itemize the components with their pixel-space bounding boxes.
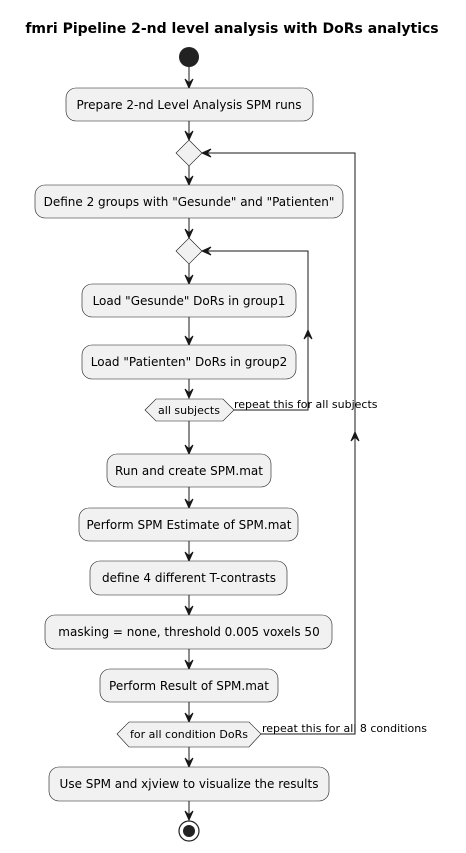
estimate-step-box — [78, 507, 299, 542]
result-step-box — [99, 668, 279, 703]
result-step-label: Perform Result of SPM.mat — [109, 679, 269, 693]
load-patienten-step-box — [81, 344, 297, 380]
visualize-step-box — [48, 766, 330, 802]
masking-step-box — [44, 614, 333, 650]
masking-step-label: masking = none, threshold 0.005 voxels 5… — [58, 625, 319, 639]
inner-loop-condition-hexagon — [144, 398, 235, 422]
define-groups-step-box — [34, 184, 344, 219]
load-gesunde-step-label: Load "Gesunde" DoRs in group1 — [93, 294, 286, 308]
estimate-step-label: Perform SPM Estimate of SPM.mat — [87, 518, 292, 532]
start-node — [179, 47, 199, 67]
diagram-title: fmri Pipeline 2-nd level analysis with D… — [25, 21, 438, 37]
outer-loop-condition-hexagon — [116, 721, 262, 748]
load-gesunde-step-box — [81, 283, 297, 318]
prepare-step-box — [65, 87, 314, 122]
outer-repeat-label: repeat this for all 8 conditions — [262, 722, 427, 735]
inner-loop-condition-label: all subjects — [158, 404, 220, 417]
run-create-step-box — [106, 453, 272, 488]
contrasts-step-label: define 4 different T-contrasts — [102, 571, 276, 585]
contrasts-step-box — [89, 560, 288, 596]
visualize-step-label: Use SPM and xjview to visualize the resu… — [60, 777, 319, 791]
load-patienten-step-label: Load "Patienten" DoRs in group2 — [91, 355, 287, 369]
edges — [184, 67, 360, 822]
outer-merge-diamond — [175, 139, 203, 167]
prepare-step-label: Prepare 2-nd Level Analysis SPM runs — [76, 98, 301, 112]
inner-merge-diamond — [175, 237, 203, 265]
end-node-inner — [183, 825, 195, 837]
run-create-step-label: Run and create SPM.mat — [115, 464, 263, 478]
define-groups-step-label: Define 2 groups with "Gesunde" and "Pati… — [44, 195, 335, 209]
inner-repeat-label: repeat this for all subjects — [234, 398, 378, 411]
outer-loop-condition-label: for all condition DoRs — [130, 728, 248, 741]
